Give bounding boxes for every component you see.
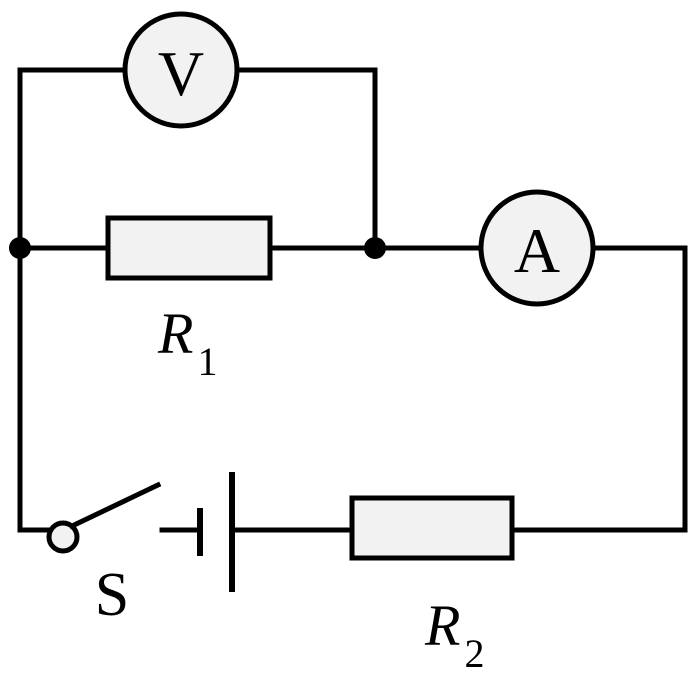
resistor-r2-subscript: 2 <box>464 631 484 676</box>
middle-row-wires <box>17 245 688 533</box>
resistor-r1-body <box>105 215 273 281</box>
voltmeter-branch-wires <box>17 67 378 251</box>
switch-pivot <box>46 520 80 554</box>
battery <box>159 472 355 592</box>
resistor-r1-subscript: 1 <box>197 339 217 384</box>
ammeter: A <box>478 189 596 307</box>
switch-s: S <box>46 481 162 629</box>
resistor-r2-body <box>349 495 515 561</box>
voltmeter-symbol: V <box>158 38 204 109</box>
left-wire <box>17 245 55 533</box>
switch-lever <box>68 481 162 530</box>
switch-label: S <box>95 561 129 629</box>
voltmeter-circle <box>122 11 240 129</box>
voltmeter: V <box>122 11 240 129</box>
junction-right-dot <box>364 237 386 259</box>
ammeter-symbol: A <box>514 215 560 286</box>
ammeter-circle <box>478 189 596 307</box>
resistor-r2-name: R <box>424 593 460 658</box>
resistor-r1-name: R <box>157 301 193 366</box>
